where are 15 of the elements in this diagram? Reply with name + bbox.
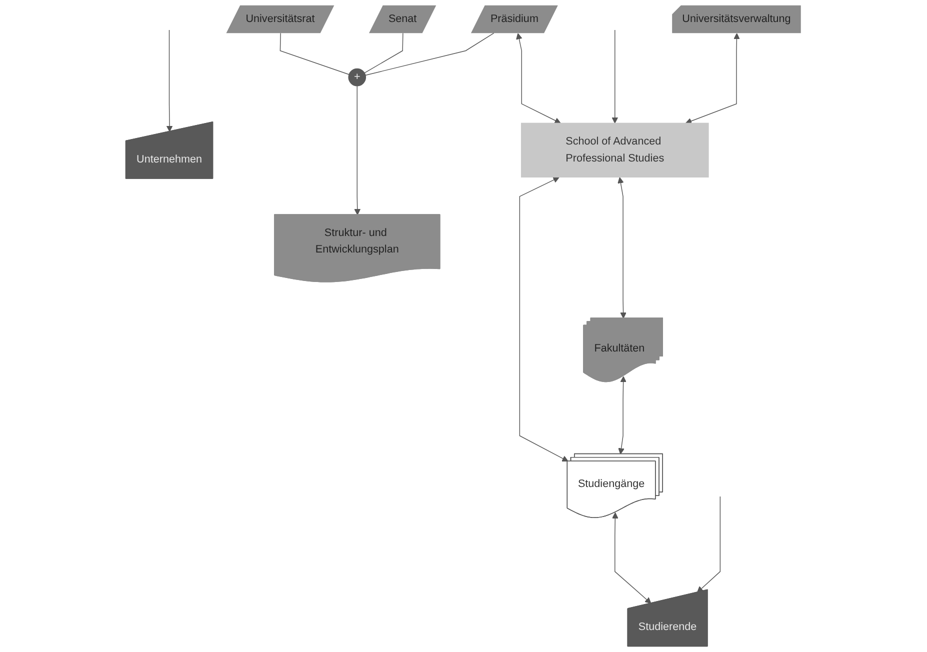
connector: [365, 32, 495, 76]
arrow: [516, 33, 562, 124]
arrow: [166, 30, 174, 132]
node-box: School of Advanced Professional Studies: [521, 122, 710, 178]
node-circle: +: [348, 68, 366, 86]
connector: [280, 32, 350, 75]
arrow: [697, 496, 721, 593]
arrow: [618, 177, 627, 319]
arrow: [354, 85, 361, 216]
arrow: [618, 376, 627, 454]
arrow: [520, 176, 569, 462]
connector: [364, 32, 404, 74]
arrow: [612, 30, 618, 124]
arrow: [686, 33, 740, 124]
arrow: [612, 512, 652, 604]
